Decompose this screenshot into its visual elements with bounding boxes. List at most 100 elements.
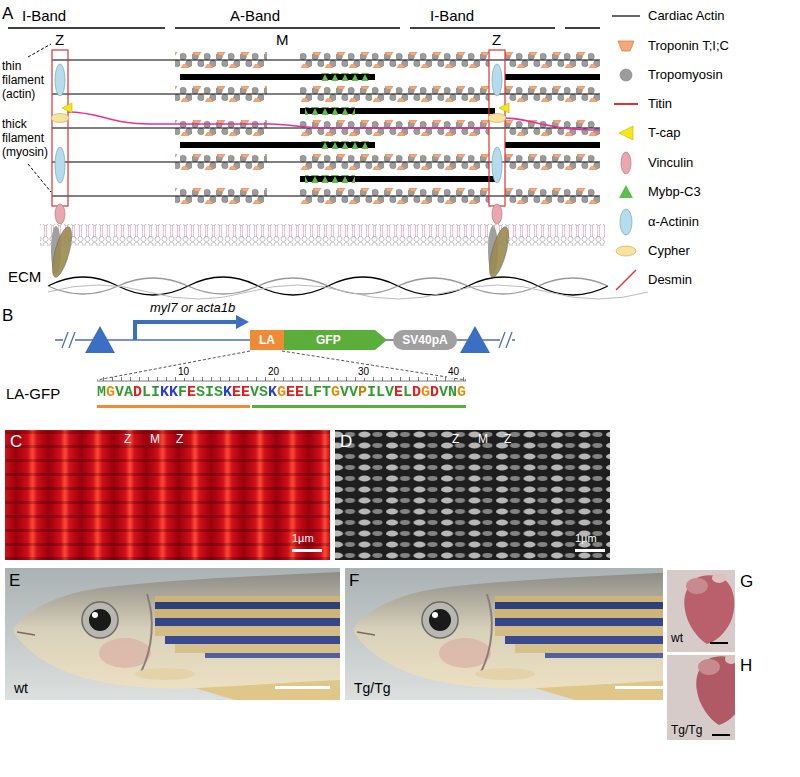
fluorescence-micrograph-part	[5, 430, 330, 560]
band-label: A-Band	[230, 7, 280, 24]
filament-label: thin filament (actin)	[2, 60, 50, 101]
band-label: I-Band	[22, 7, 66, 24]
line-label: Z	[55, 31, 64, 48]
legend-text: Tropomyosin	[648, 67, 723, 82]
fluorescence-micrograph-part	[292, 549, 322, 552]
band-brackets-part	[410, 27, 555, 29]
titin-strand	[68, 112, 600, 130]
construct-backbone-part	[62, 332, 68, 348]
z-disc-part	[499, 103, 509, 113]
panel-letter: H	[740, 656, 752, 676]
zoom-dashes	[97, 351, 466, 380]
z-disc-part	[52, 50, 68, 206]
panel-letter: E	[9, 571, 20, 591]
genotype-label: wt	[671, 632, 683, 646]
legend-symbols-part	[619, 185, 633, 198]
construct-backbone-part	[135, 322, 236, 340]
panel-letter: C	[10, 432, 22, 452]
construct-backbone	[55, 315, 515, 353]
sequence-ruler-part	[97, 377, 466, 381]
fish-photo	[345, 568, 663, 700]
construct-backbone-part	[499, 332, 505, 348]
legend-symbols-part	[612, 15, 640, 16]
legend-symbols-part	[616, 246, 636, 256]
band-brackets-part	[175, 27, 400, 29]
heart-photo-part	[686, 578, 708, 594]
heart-photo-part	[684, 575, 734, 644]
heart-photo	[667, 570, 735, 652]
thin-filaments-part	[52, 188, 600, 204]
z-disc-part	[55, 147, 65, 183]
legend-text: Troponin T;I;C	[648, 38, 729, 53]
heart-photo-part	[667, 570, 735, 652]
band-brackets-part	[8, 27, 165, 29]
construct-backbone-part	[460, 326, 490, 353]
legend-text: T-cap	[648, 125, 681, 140]
genotype-label: Tg/Tg	[354, 680, 391, 696]
scale-label: 1µm	[575, 532, 597, 545]
construct-backbone-part	[506, 332, 512, 348]
leader-box: LA	[250, 330, 284, 350]
legend-text: Cypher	[648, 243, 690, 258]
polya-box: SV40pA	[393, 330, 457, 350]
cell-membrane	[40, 224, 605, 246]
legend-symbols-part	[621, 152, 631, 174]
z-disc-part	[489, 50, 505, 206]
legend-text: Vinculin	[648, 155, 693, 170]
ruler-number: 30	[357, 366, 370, 378]
heart-photo-part	[710, 642, 728, 644]
em-micrograph-part	[575, 549, 605, 552]
genotype-label: Tg/Tg	[671, 724, 702, 738]
box-text: LA	[259, 330, 275, 350]
gfp-arrow: GFP	[284, 330, 387, 350]
z-disc-part	[62, 103, 72, 113]
em-micrograph	[335, 430, 610, 560]
heart-photo-part	[712, 734, 730, 736]
titin-strand-part	[505, 118, 600, 130]
filament-label: thick filament (myosin)	[2, 118, 50, 159]
domain-underline	[97, 405, 466, 408]
construct-backbone-part	[69, 332, 75, 348]
panel-letter: D	[340, 432, 352, 452]
legend-symbols-part	[619, 126, 633, 140]
fish-photo-part	[5, 568, 340, 700]
thin-filaments-part	[52, 86, 600, 102]
legend-text: Cardiac Actin	[648, 8, 725, 23]
thick-filaments-part	[180, 73, 600, 81]
leader-dashes-part	[28, 164, 51, 192]
legend-text: α-Actinin	[648, 214, 699, 229]
ecm-fibres-part	[48, 285, 648, 299]
line-label: Z	[452, 433, 459, 447]
z-disc-part	[492, 147, 502, 183]
thick-filaments-part	[300, 107, 495, 115]
legend-symbols-part	[620, 69, 632, 81]
band-label: I-Band	[430, 7, 474, 24]
scale-label: 1µm	[292, 532, 314, 545]
z-disc-part	[55, 204, 65, 224]
z-disc-part	[486, 225, 513, 279]
line-label: M	[478, 433, 488, 447]
z-disc-part	[488, 114, 506, 123]
construct-backbone-part	[63, 330, 75, 350]
leader-dashes	[28, 44, 51, 192]
legend-symbols-part	[616, 270, 636, 290]
genotype-label: wt	[14, 680, 28, 696]
line-label: Z	[492, 31, 501, 48]
z-disc-part	[492, 204, 502, 224]
panel-letter: F	[349, 571, 359, 591]
heart-photo	[667, 655, 735, 740]
construct-backbone-part	[500, 330, 512, 350]
legend-symbols-part	[620, 209, 632, 235]
line-label: M	[276, 31, 289, 48]
cell-membrane-part	[40, 224, 605, 246]
legend-symbols-part	[618, 41, 634, 51]
fish-photo	[5, 568, 340, 700]
promoter-label: myl7 or acta1b	[150, 301, 235, 316]
heart-photo-part	[712, 573, 726, 583]
z-disc	[486, 50, 513, 279]
heart-photo-part	[698, 659, 720, 675]
ruler-number: 20	[267, 366, 280, 378]
em-micrograph-part	[335, 430, 610, 560]
box-text: GFP	[316, 330, 341, 350]
